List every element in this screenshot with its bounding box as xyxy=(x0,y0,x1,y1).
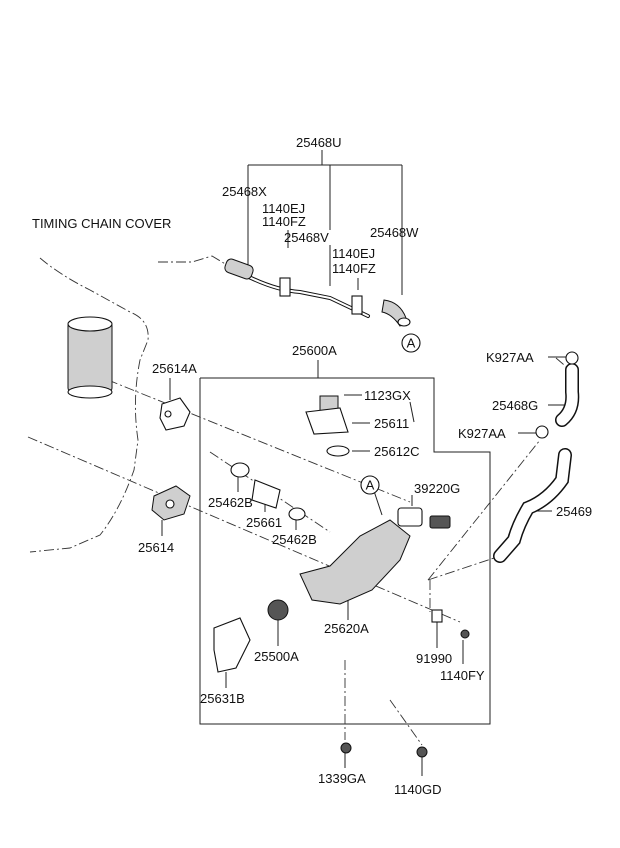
label-25500A: 25500A xyxy=(254,649,299,664)
bolt-1140EJ-a xyxy=(279,277,291,297)
label-1140EJ-b: 1140EJ xyxy=(332,246,375,261)
part-labels: TIMING CHAIN COVER 25468U 25468X 1140EJ … xyxy=(32,135,592,797)
outlet-25631B xyxy=(213,617,251,673)
hose-25469 xyxy=(494,449,571,562)
oring-25462B-b xyxy=(288,507,306,521)
label-K927AA-a: K927AA xyxy=(486,350,534,365)
label-1140FZ-b: 1140FZ xyxy=(332,261,376,276)
clamp-K927AA-b xyxy=(535,425,549,439)
label-1140FZ-a: 1140FZ xyxy=(262,214,306,229)
thermostat-housing-parts xyxy=(213,395,470,758)
label-1123GX: 1123GX xyxy=(364,388,411,403)
label-25614: 25614 xyxy=(138,540,174,555)
label-25468G: 25468G xyxy=(492,398,538,413)
label-1140GD: 1140GD xyxy=(394,782,441,797)
label-1339GA: 1339GA xyxy=(318,771,366,786)
oring-25462B-a xyxy=(230,462,250,478)
engine-block-outline xyxy=(29,257,149,553)
label-25620A: 25620A xyxy=(324,621,369,636)
hose-25468G xyxy=(556,364,578,426)
label-25469: 25469 xyxy=(556,504,592,519)
bracket-91990 xyxy=(431,609,443,623)
pipe-25661 xyxy=(251,479,281,509)
label-25600A: 25600A xyxy=(292,343,337,358)
label-25468X: 25468X xyxy=(222,184,267,199)
label-91990: 91990 xyxy=(416,651,452,666)
label-25611: 25611 xyxy=(374,416,409,431)
label-25631B: 25631B xyxy=(200,691,245,706)
label-25468U: 25468U xyxy=(296,135,342,150)
label-25612C: 25612C xyxy=(374,444,420,459)
label-1140EJ-a: 1140EJ xyxy=(262,201,305,216)
leader-lines xyxy=(161,150,566,776)
hose-25468X xyxy=(224,258,254,280)
gasket-25612C xyxy=(326,445,350,457)
label-39220G: 39220G xyxy=(414,481,460,496)
bypass-pipe-assembly xyxy=(224,258,411,327)
reference-circle-a-2: A xyxy=(360,475,380,495)
gasket-parts xyxy=(151,397,191,521)
ref-a-label-2: A xyxy=(366,478,375,493)
label-25468V: 25468V xyxy=(284,230,329,245)
label-25614A: 25614A xyxy=(152,361,197,376)
fitting-25611 xyxy=(305,407,349,435)
label-1140FY: 1140FY xyxy=(440,668,485,683)
housing-25620A xyxy=(299,519,411,605)
thermostat-25500A xyxy=(267,599,289,621)
bolt-1339GA xyxy=(340,742,352,754)
bolt-1140FY xyxy=(460,629,470,639)
label-25462B-a: 25462B xyxy=(208,495,253,510)
clamp-K927AA-a xyxy=(565,351,579,365)
reference-circle-a-1: A xyxy=(401,333,421,353)
label-25468W: 25468W xyxy=(370,225,419,240)
ref-a-label-1: A xyxy=(407,336,416,351)
right-hoses xyxy=(493,351,580,563)
sensor-39220G xyxy=(429,515,451,529)
engine-cylinder xyxy=(67,321,113,393)
label-25661: 25661 xyxy=(246,515,282,530)
label-timing-chain-cover: TIMING CHAIN COVER xyxy=(32,216,171,231)
gasket-25614A xyxy=(159,397,191,431)
label-K927AA-b: K927AA xyxy=(458,426,506,441)
label-25462B-b: 25462B xyxy=(272,532,317,547)
bolt-1140EJ-b xyxy=(351,295,363,315)
bolt-1140GD xyxy=(416,746,428,758)
